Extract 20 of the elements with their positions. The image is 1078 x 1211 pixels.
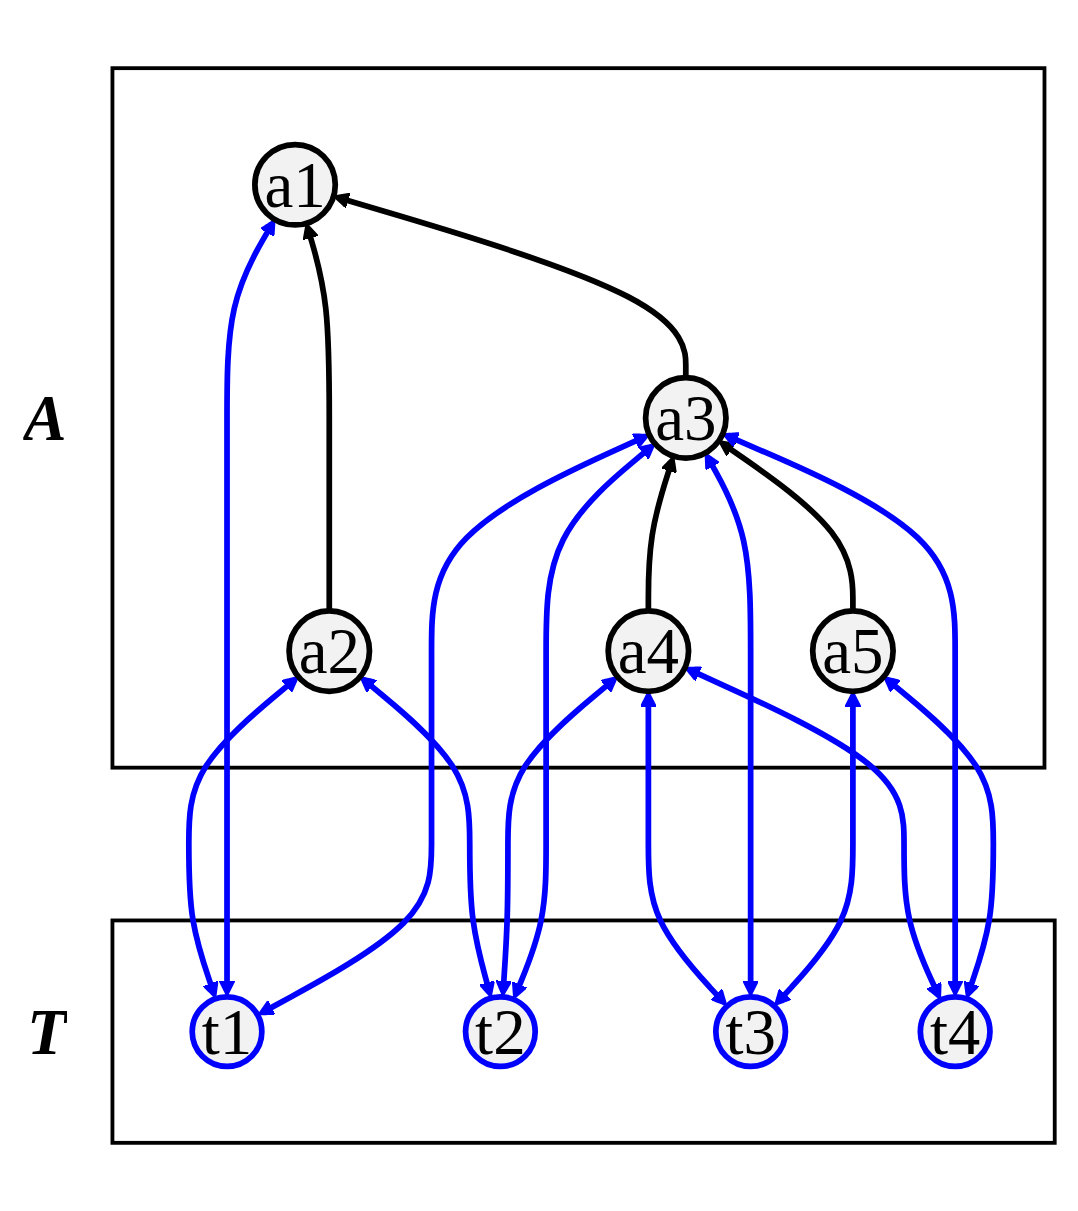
group-title: A bbox=[23, 382, 67, 454]
arrow bbox=[684, 666, 942, 1001]
arrow bbox=[645, 455, 677, 611]
circle-node: a5 bbox=[809, 608, 896, 695]
circle-node: a4 bbox=[605, 608, 692, 695]
circle-node: t3 bbox=[712, 993, 789, 1070]
arrow bbox=[359, 676, 495, 999]
arrow bbox=[495, 676, 619, 997]
arrow bbox=[185, 676, 300, 999]
arrow bbox=[511, 442, 656, 1000]
circle-node: t4 bbox=[917, 993, 993, 1070]
circle-node: a3 bbox=[642, 374, 729, 461]
arrow bbox=[218, 218, 276, 997]
circle-node: t2 bbox=[462, 993, 539, 1070]
arrow bbox=[883, 676, 997, 999]
group-title: T bbox=[26, 996, 67, 1067]
circle-node: t1 bbox=[189, 993, 265, 1070]
arrow bbox=[718, 440, 856, 611]
circle-node: a1 bbox=[252, 141, 339, 228]
circle-node: a2 bbox=[286, 608, 373, 695]
